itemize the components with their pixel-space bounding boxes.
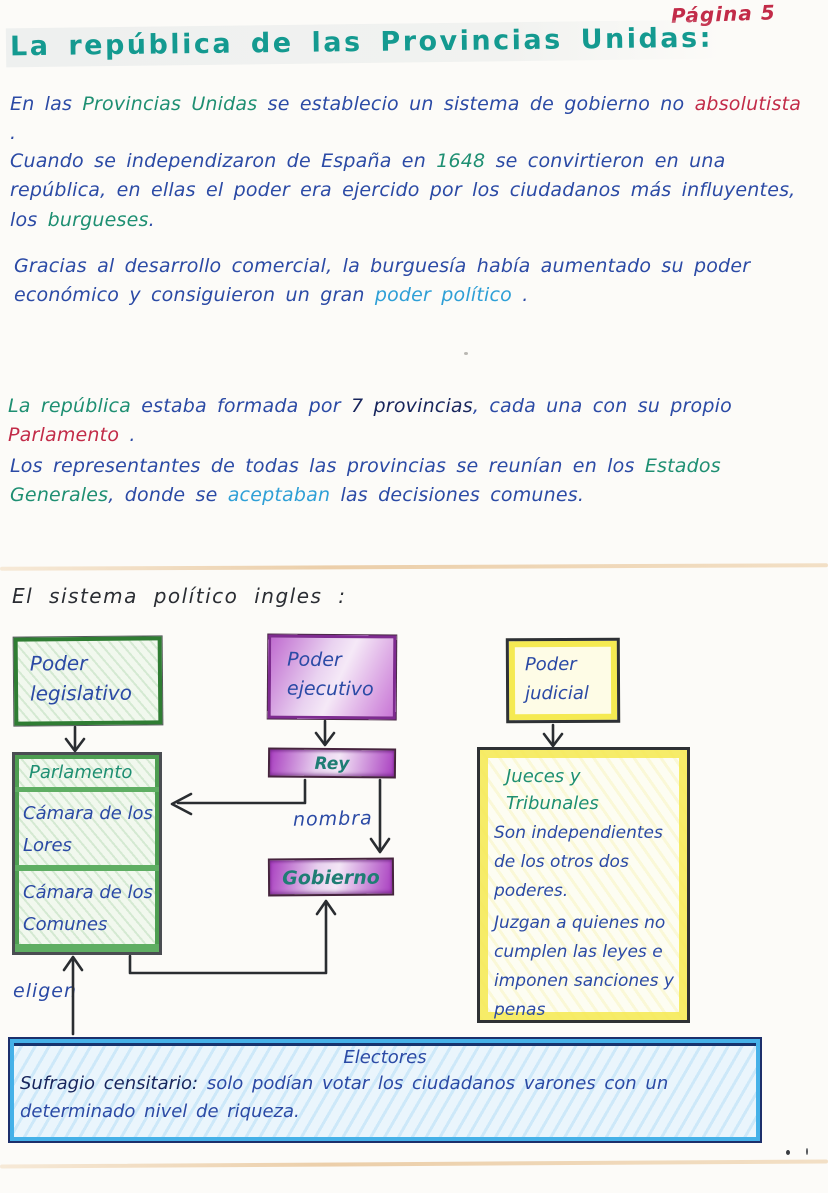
text-run: . bbox=[119, 424, 136, 447]
electores-body: Sufragio censitario: solo podían votar l… bbox=[20, 1070, 746, 1126]
diagram-box-gobierno: Gobierno bbox=[267, 857, 395, 897]
text-run-highlight: 7 provincias bbox=[351, 395, 473, 417]
page-title: La república de las Provincias Unidas: bbox=[5, 19, 724, 68]
diagram-box-rey: Rey bbox=[267, 747, 397, 779]
arrow-legislativo-to-parlamento bbox=[64, 725, 86, 753]
jueces-body-juzgan: Juzgan a quienes no cumplen las leyes e … bbox=[494, 912, 674, 1021]
jueces-title: Jueces y Tribunales bbox=[506, 766, 599, 814]
text-run-highlight: poder político bbox=[374, 284, 512, 307]
scan-speck bbox=[806, 1148, 808, 1155]
text-run-highlight: burgueses bbox=[47, 208, 149, 231]
text-run: . bbox=[511, 284, 529, 307]
gobierno-label: Gobierno bbox=[282, 866, 380, 890]
text-run: solo podían votar los ciudadanos varones… bbox=[20, 1073, 669, 1122]
diagram-box-poder-judicial: Poder judicial bbox=[505, 637, 621, 724]
arrow-label-eligen: eligen bbox=[13, 980, 78, 1002]
text-run-highlight: Sufragio censitario: bbox=[20, 1073, 199, 1094]
diagram-box-poder-legislativo: Poder legislativo bbox=[13, 636, 163, 726]
scan-speck bbox=[786, 1150, 790, 1155]
electores-title: Electores bbox=[343, 1047, 427, 1068]
text-run: En las bbox=[10, 93, 83, 115]
text-run-highlight: absolutista bbox=[694, 93, 802, 115]
paragraph-burguesia: Gracias al desarrollo comercial, la burg… bbox=[14, 252, 820, 311]
section-heading-sistema-ingles: El sistema político ingles : bbox=[12, 584, 347, 608]
text-run: . bbox=[10, 122, 17, 145]
text-run: . bbox=[148, 208, 155, 231]
text-run: las decisiones comunes. bbox=[330, 484, 585, 507]
rey-label: Rey bbox=[314, 753, 350, 775]
text-run-highlight: Provincias Unidas bbox=[82, 93, 258, 115]
paragraph-siete-provincias: La república estaba formada por 7 provin… bbox=[8, 392, 808, 451]
parlamento-camara-comunes: Cámara de los Comunes bbox=[15, 871, 159, 952]
scan-speck bbox=[464, 352, 468, 355]
text-run-highlight: Parlamento bbox=[8, 424, 120, 447]
box-label: Poder ejecutivo bbox=[286, 648, 374, 701]
text-run: Gracias al desarrollo comercial, la burg… bbox=[14, 255, 751, 307]
text-run: Cuando se independizaron de España en bbox=[10, 150, 437, 172]
text-run-highlight: La república bbox=[8, 395, 131, 417]
text-run-highlight: aceptaban bbox=[227, 484, 331, 507]
text-run-highlight: Estados Generales bbox=[10, 455, 721, 507]
box-label: Poder judicial bbox=[524, 653, 589, 704]
arrow-judicial-to-jueces bbox=[542, 723, 564, 748]
text-run: se convirtieron en una república, en ell… bbox=[10, 150, 796, 231]
text-run-highlight: 1648 bbox=[436, 150, 486, 172]
page-fold-line bbox=[0, 563, 828, 571]
paragraph-provincias-unidas: En las Provincias Unidas se establecio u… bbox=[10, 90, 810, 149]
jueces-body-independientes: Son independientes de los otros dos pode… bbox=[494, 823, 663, 902]
text-run: Los representantes de todas las provinci… bbox=[10, 455, 645, 477]
paragraph-estados-generales: Los representantes de todas las provinci… bbox=[10, 452, 820, 511]
paragraph-independencia: Cuando se independizaron de España en 16… bbox=[10, 147, 818, 235]
diagram-box-poder-ejecutivo: Poder ejecutivo bbox=[267, 634, 397, 720]
parlamento-title: Parlamento bbox=[15, 755, 159, 792]
page-fold-line-bottom bbox=[0, 1159, 828, 1169]
text-run: estaba formada por bbox=[130, 395, 352, 417]
arrow-label-nombra: nombra bbox=[292, 807, 373, 831]
arrow-ejecutivo-to-rey bbox=[314, 719, 336, 747]
arrow-rey-to-gobierno bbox=[369, 778, 391, 854]
diagram-box-parlamento: Parlamento Cámara de los Lores Cámara de… bbox=[12, 752, 162, 955]
diagram-box-jueces-tribunales: Jueces y Tribunales Son independientes d… bbox=[477, 747, 690, 1023]
text-run: , cada una con su propio bbox=[472, 395, 732, 417]
arrow-rey-to-parlamento bbox=[170, 778, 307, 816]
text-run: se establecio un sistema de gobierno no bbox=[257, 93, 695, 115]
text-run: , donde se bbox=[108, 484, 228, 507]
diagram-box-electores: Electores Sufragio censitario: solo podí… bbox=[8, 1037, 762, 1143]
box-label: Poder legislativo bbox=[29, 651, 133, 706]
parlamento-camara-lores: Cámara de los Lores bbox=[15, 792, 159, 871]
